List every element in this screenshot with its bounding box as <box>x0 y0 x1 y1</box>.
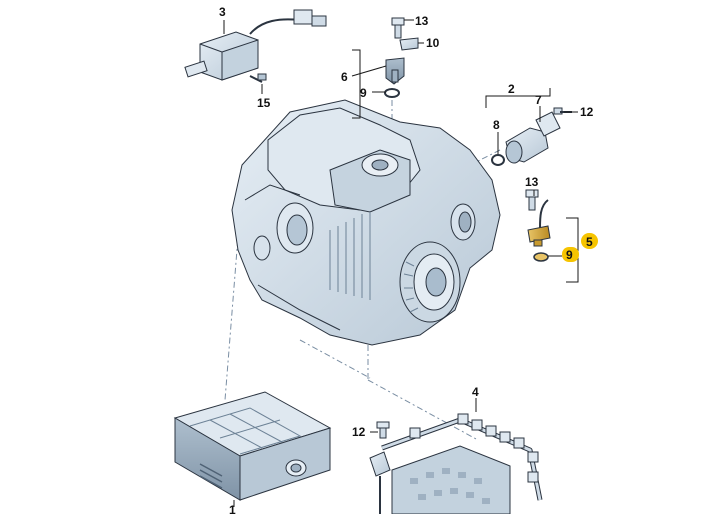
gearbox-housing <box>231 99 501 346</box>
callout-13-mid: 13 <box>525 175 539 189</box>
part-2-pressure-sender <box>491 107 572 166</box>
part-6-speed-sensor <box>384 17 419 98</box>
callout-5-highlight-bg <box>581 233 598 249</box>
callout-10: 10 <box>426 36 440 50</box>
callout-9-highlighted: 9 <box>566 248 573 262</box>
callout-12-bottom: 12 <box>352 425 366 439</box>
part-1-control-unit <box>173 391 332 501</box>
callout-labels: 3 13 10 6 9 15 2 7 12 8 13 9 5 4 12 1 <box>219 5 598 517</box>
callout-2: 2 <box>508 82 515 96</box>
callout-3: 3 <box>219 5 226 19</box>
part-3-sensor-module <box>184 9 327 83</box>
callout-7: 7 <box>535 93 542 107</box>
callout-6: 6 <box>341 70 348 84</box>
callout-15: 15 <box>257 96 271 110</box>
part-5-temperature-sensor <box>525 189 551 262</box>
callout-1: 1 <box>229 503 236 514</box>
leader-lines <box>223 19 579 507</box>
callout-9-highlight-bg <box>562 247 579 262</box>
callout-12-top: 12 <box>580 105 594 119</box>
callout-8: 8 <box>493 118 500 132</box>
part-4-valve-body <box>369 413 543 515</box>
callout-4: 4 <box>472 385 479 399</box>
callout-9-top: 9 <box>360 86 367 100</box>
callout-13-top: 13 <box>415 14 429 28</box>
callout-5-highlighted: 5 <box>586 235 593 249</box>
